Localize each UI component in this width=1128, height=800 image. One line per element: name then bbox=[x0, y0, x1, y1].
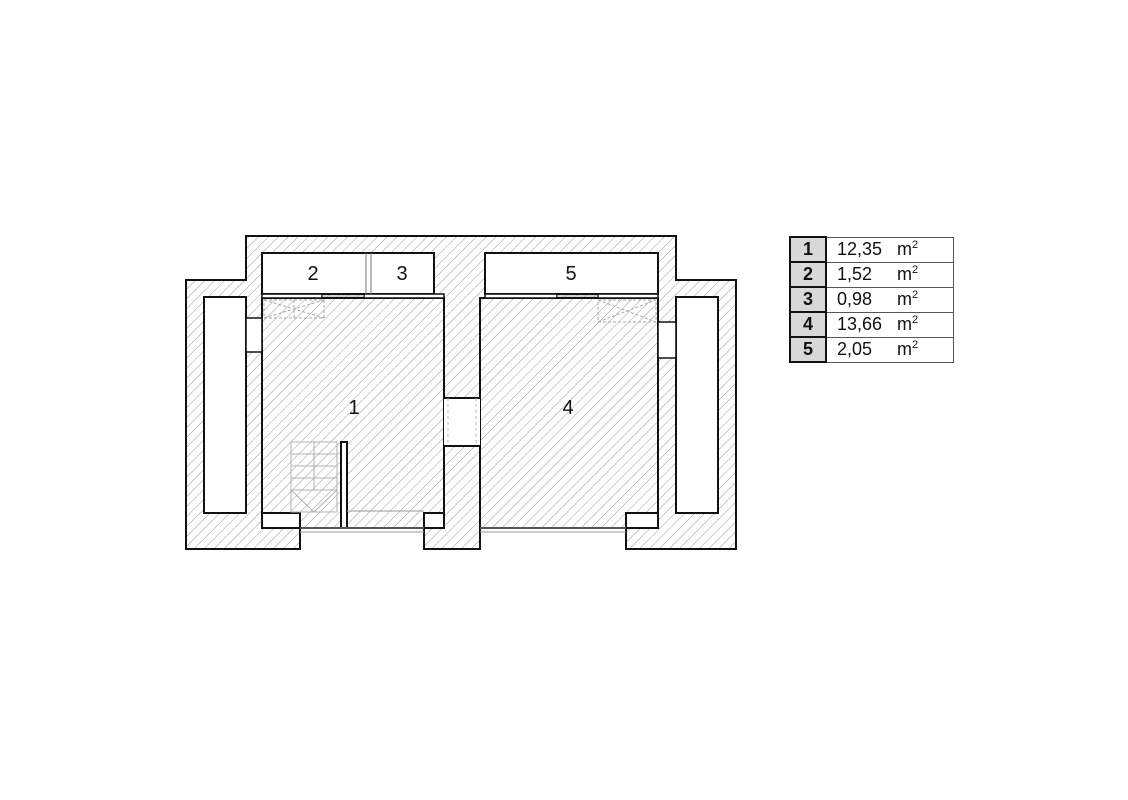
stair-rail-wall bbox=[340, 441, 348, 529]
wall-notch bbox=[657, 321, 677, 359]
room-number: 2 bbox=[789, 261, 827, 288]
area-unit-exponent: 2 bbox=[912, 239, 919, 251]
area-unit: m bbox=[897, 239, 912, 259]
room-label-3: 3 bbox=[396, 263, 407, 285]
legend-row: 1 12,35 m2 bbox=[789, 236, 954, 263]
area-unit: m bbox=[897, 314, 912, 334]
partition-wall bbox=[261, 293, 323, 299]
window-opening bbox=[300, 510, 626, 533]
area-unit: m bbox=[897, 339, 912, 359]
partition-wall bbox=[484, 293, 558, 299]
room-label-2: 2 bbox=[307, 263, 318, 285]
room-area: 1,52 m2 bbox=[825, 261, 954, 288]
area-unit-exponent: 2 bbox=[912, 339, 919, 351]
room-area: 13,66 m2 bbox=[825, 311, 954, 338]
wardrobe-fixture bbox=[597, 299, 657, 323]
room-number: 3 bbox=[789, 286, 827, 313]
area-unit-exponent: 2 bbox=[912, 314, 919, 326]
area-value: 2,05 bbox=[837, 339, 873, 359]
room-area: 2,05 m2 bbox=[825, 336, 954, 363]
partition-wall bbox=[597, 293, 659, 299]
room-area: 12,35 m2 bbox=[825, 236, 954, 263]
legend-row: 5 2,05 m2 bbox=[789, 336, 954, 363]
room-number: 4 bbox=[789, 311, 827, 338]
area-value: 0,98 bbox=[837, 289, 873, 309]
legend-row: 3 0,98 m2 bbox=[789, 286, 954, 313]
area-value: 1,52 bbox=[837, 264, 873, 284]
wall-mass bbox=[185, 235, 737, 550]
partition-wall bbox=[363, 293, 445, 299]
area-unit: m bbox=[897, 264, 912, 284]
area-value: 13,66 bbox=[837, 314, 883, 334]
area-unit-exponent: 2 bbox=[912, 289, 919, 301]
room-number: 1 bbox=[789, 236, 827, 263]
area-unit-exponent: 2 bbox=[912, 264, 919, 276]
staircase bbox=[290, 441, 338, 513]
room-label-4: 4 bbox=[562, 397, 573, 419]
legend-row: 4 13,66 m2 bbox=[789, 311, 954, 338]
area-value: 12,35 bbox=[837, 239, 883, 259]
door-opening-1-4 bbox=[444, 398, 480, 446]
wall-notch bbox=[245, 317, 263, 353]
room-number: 5 bbox=[789, 336, 827, 363]
room-label-1: 1 bbox=[348, 397, 359, 419]
area-unit: m bbox=[897, 289, 912, 309]
room-label-5: 5 bbox=[565, 263, 576, 285]
wardrobe-fixture bbox=[263, 299, 325, 319]
room-area: 0,98 m2 bbox=[825, 286, 954, 313]
